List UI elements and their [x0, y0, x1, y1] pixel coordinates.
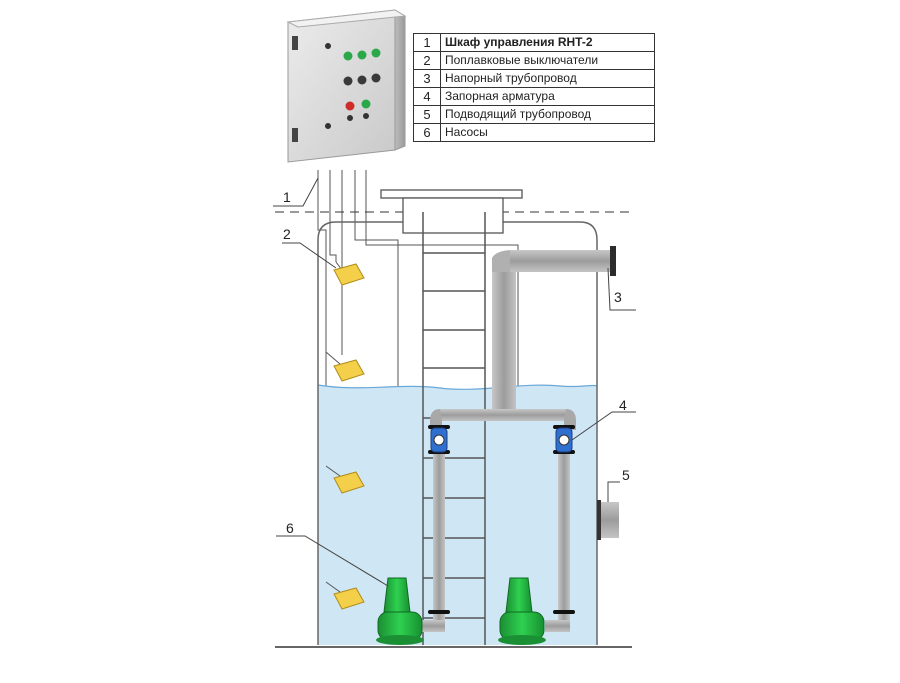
- shutoff-valve-right: [555, 427, 573, 453]
- pressure-pipeline: [420, 246, 616, 632]
- legend-number: 5: [413, 105, 441, 124]
- access-hatch: [380, 189, 523, 234]
- legend-number: 1: [413, 33, 441, 52]
- legend-label: Подводящий трубопровод: [440, 105, 655, 124]
- float-switch-1: [333, 263, 365, 286]
- float-switches: [325, 261, 365, 610]
- water-fill: [318, 385, 597, 645]
- float-switch-2: [333, 359, 365, 382]
- legend-label: Запорная арматура: [440, 87, 655, 106]
- float-switch-3: [333, 471, 365, 494]
- legend-number: 6: [413, 123, 441, 142]
- pump-left: [376, 577, 424, 645]
- legend-label: Насосы: [440, 123, 655, 142]
- callout-5: 5: [622, 467, 630, 483]
- water-surface: [317, 384, 598, 390]
- callout-1: 1: [283, 189, 291, 205]
- pump-right: [498, 577, 546, 645]
- callout-6: 6: [286, 520, 294, 536]
- pipe-flange: [610, 246, 616, 276]
- callout-4: 4: [619, 397, 627, 413]
- legend-label: Напорный трубопровод: [440, 69, 655, 88]
- shutoff-valve-left: [430, 427, 448, 453]
- cabinet-indicator-lights: [343, 48, 381, 121]
- callout-2: 2: [283, 226, 291, 242]
- float-switch-4: [333, 587, 365, 610]
- leader-lines: [273, 177, 636, 587]
- legend-label: Поплавковые выключатели: [440, 51, 655, 70]
- control-cabinet: [286, 9, 407, 163]
- legend-label: Шкаф управления RHT-2: [440, 33, 655, 52]
- inlet-pipeline: [597, 500, 619, 540]
- legend-number: 3: [413, 69, 441, 88]
- legend-number: 2: [413, 51, 441, 70]
- legend-number: 4: [413, 87, 441, 106]
- callout-3: 3: [614, 289, 622, 305]
